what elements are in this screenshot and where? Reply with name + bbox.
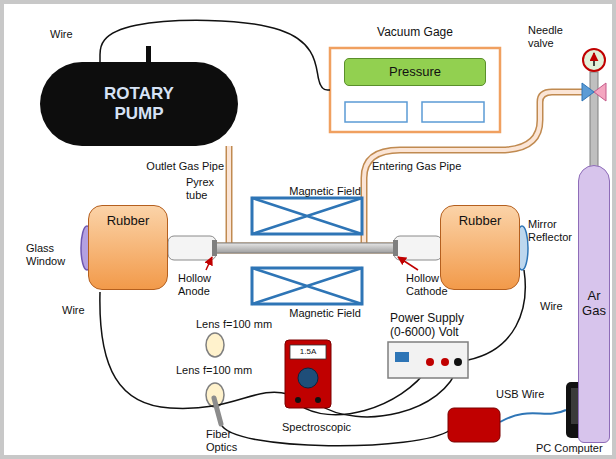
mirror-label: Mirror Reflector	[528, 218, 578, 243]
valve-label: Needle valve	[528, 24, 580, 49]
lens-label: Lens f=100 mm	[176, 364, 266, 377]
node-text: ROTARY PUMP	[91, 84, 187, 123]
wire-label: Wire	[50, 28, 90, 41]
usb-wire	[500, 410, 566, 422]
outlet-pipe	[226, 146, 233, 243]
fiber-label: Fiber Optics	[206, 428, 250, 453]
vacuum-gauge: Vacuum GagePressure	[330, 26, 500, 132]
entering-pipe	[364, 92, 582, 243]
terminal	[426, 358, 434, 366]
pump-body: ROTARY PUMP	[40, 62, 238, 146]
needle-valve	[582, 83, 594, 101]
tube-label: Pyrex tube	[186, 176, 224, 201]
magnet-coil	[252, 198, 362, 234]
magnet-cross	[252, 268, 362, 304]
window-label: Glass Window	[26, 242, 82, 267]
glass-cap	[394, 236, 442, 260]
pc-label: PC Computer	[536, 442, 608, 455]
gauge-housing	[330, 48, 500, 132]
meter-reading: 1.5A	[290, 347, 326, 356]
needle-valve	[594, 83, 606, 101]
cylinder-gauge	[583, 49, 605, 71]
anode-pointer	[206, 257, 212, 270]
wire-label: Wire	[540, 300, 574, 313]
spectrometer-label: Spectroscopic	[282, 421, 362, 434]
multimeter	[285, 340, 331, 408]
magnet-coil	[252, 268, 362, 304]
power-switch	[395, 352, 409, 362]
pipe-label: Outlet Gas Pipe	[138, 160, 224, 173]
wire-label: Wire	[62, 304, 96, 317]
rubber-seal: Rubber	[440, 205, 520, 290]
cylinder-neck	[590, 72, 598, 167]
multimeter-display	[290, 345, 326, 359]
magnet-cross	[252, 198, 362, 234]
discharge-region	[216, 243, 394, 253]
wire-label: USB Wire	[496, 388, 552, 401]
wire	[100, 292, 288, 408]
pipe-label: Entering Gas Pipe	[372, 160, 482, 173]
lens-label: Lens f=100 mm	[196, 318, 286, 331]
gas-cylinder: Ar Gas	[578, 165, 610, 443]
gauge-button	[422, 102, 484, 122]
terminal	[454, 358, 462, 366]
node-text: Rubber	[459, 214, 502, 229]
hollow-cathode	[393, 240, 398, 256]
fiber-probe	[214, 398, 221, 424]
outlet-pipe	[227, 146, 231, 243]
rubber-seal: Rubber	[88, 205, 168, 290]
entering-pipe	[364, 92, 582, 243]
terminal	[441, 358, 449, 366]
terminal	[295, 397, 301, 403]
gauge-button	[345, 102, 407, 122]
gauge-needle	[593, 53, 595, 66]
pressure-display: Pressure	[344, 58, 486, 86]
cathode-pointer	[398, 257, 418, 270]
hollow-anode	[212, 240, 217, 256]
node-text: Ar Gas	[579, 289, 609, 319]
node-text: Pressure	[389, 65, 441, 80]
node-text: Vacuum Gage	[377, 26, 453, 40]
lens	[206, 333, 224, 357]
glass-cap	[168, 236, 216, 260]
terminal	[315, 397, 321, 403]
magnet-coil	[252, 198, 362, 304]
field-label: Magnetic Field	[270, 185, 380, 198]
spectrometer	[448, 408, 500, 442]
power-supply	[388, 342, 468, 378]
multimeter-knob	[298, 368, 318, 388]
electrode-label: Hollow Cathode	[406, 272, 462, 297]
field-label: Magnetic Field	[270, 307, 380, 320]
node-text: Rubber	[107, 214, 150, 229]
supply-label: Power Supply (0-6000) Volt	[390, 312, 474, 340]
electrode-label: Hollow Anode	[178, 272, 228, 297]
